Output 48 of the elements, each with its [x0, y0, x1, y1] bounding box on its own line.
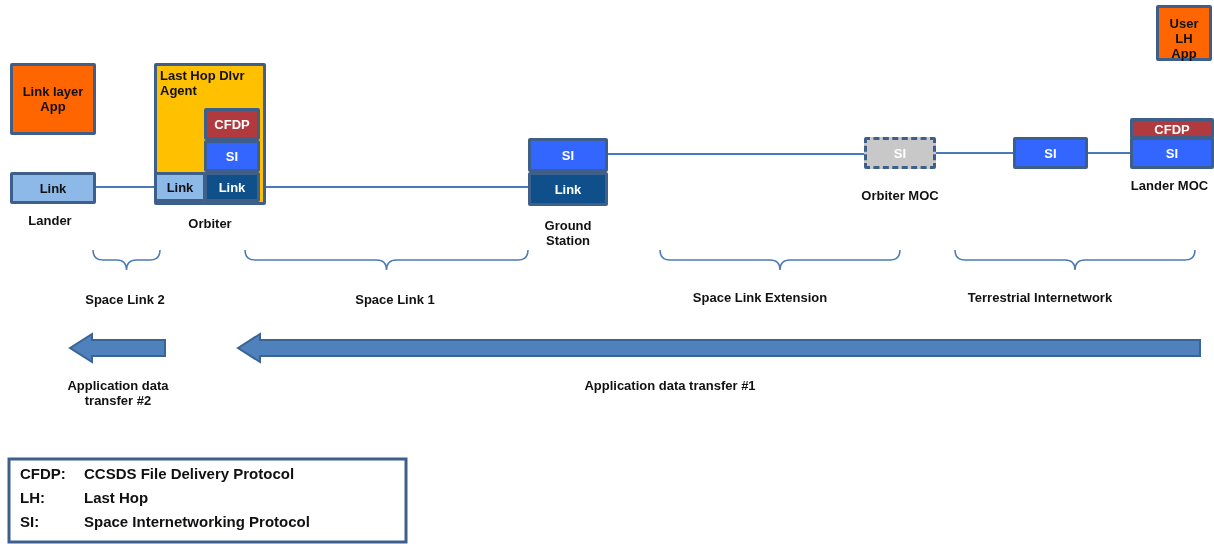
node-caption: Lander MOC [1129, 178, 1210, 193]
box-label: SI [1164, 145, 1180, 161]
protocol-box [10, 172, 96, 204]
abbreviation: LH: [20, 489, 45, 506]
box-label: CFDP [213, 116, 251, 132]
protocol-box [1130, 137, 1214, 169]
box-label: Link [553, 181, 583, 197]
segment-label: Space Link 1 [354, 292, 436, 307]
box-label: Last Hop Dlvr Agent [160, 68, 246, 98]
protocol-box [154, 63, 266, 205]
box-label: CFDP [1153, 121, 1191, 136]
protocol-box [204, 140, 260, 172]
arrow-caption: Application data transfer #1 [583, 378, 757, 393]
box-label: User LH App [1168, 16, 1200, 61]
box-label: SI [1043, 145, 1058, 161]
protocol-box [528, 172, 608, 206]
node-caption: Orbiter [187, 216, 233, 231]
box-label: Link [165, 179, 195, 195]
box-label: SI [224, 148, 240, 164]
arrow-caption: Application data transfer #2 [66, 378, 170, 408]
node-caption: Ground Station [543, 218, 593, 248]
segment-label: Space Link 2 [84, 292, 166, 307]
protocol-box [154, 172, 206, 202]
connector-line [935, 152, 1014, 154]
definition: CCSDS File Delivery Protocol [84, 465, 295, 482]
box-label: Link [38, 180, 68, 196]
connector-line [607, 153, 865, 155]
protocol-box [1156, 5, 1212, 61]
protocol-box [864, 137, 936, 169]
segment-label: Space Link Extension [691, 290, 829, 305]
definition: Last Hop [84, 489, 149, 506]
definition: Space Internetworking Protocol [84, 513, 310, 530]
segment-label: Terrestrial Internetwork [966, 290, 1114, 305]
protocol-box [204, 172, 260, 202]
connector-line [95, 186, 155, 188]
protocol-box [1013, 137, 1088, 169]
protocol-box [528, 138, 608, 172]
box-label: Link [217, 179, 247, 195]
node-caption: Orbiter MOC [860, 188, 940, 203]
protocol-box [10, 63, 96, 135]
protocol-box [204, 108, 260, 140]
box-label: Link layer App [21, 84, 85, 114]
protocol-box [1130, 118, 1214, 139]
connector-line [1087, 152, 1131, 154]
abbreviation: CFDP: [20, 465, 66, 482]
abbreviation: SI: [20, 513, 40, 530]
box-label: SI [560, 147, 576, 163]
node-caption: Lander [27, 213, 73, 228]
